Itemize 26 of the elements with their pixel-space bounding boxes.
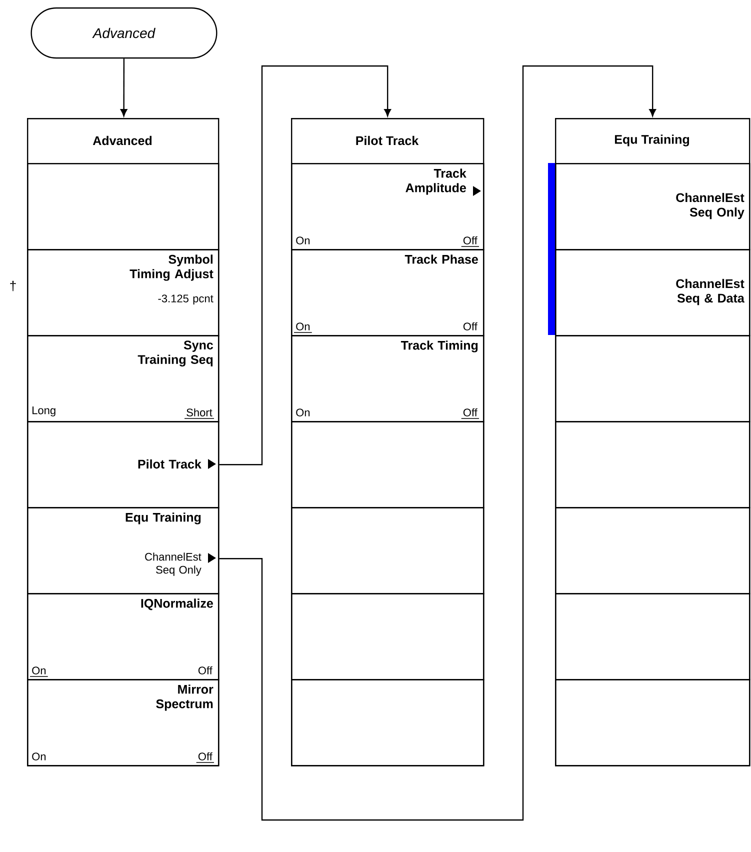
connector-arrow (219, 65, 392, 466)
menu-key: ChannelEst Seq Only (555, 163, 750, 250)
menu-key: Track Amplitude On Off (291, 163, 484, 250)
menu-key (555, 507, 750, 594)
menu-key: Sync Training Seq Long Short (27, 335, 220, 422)
menu-key (555, 593, 750, 680)
menu-key (291, 421, 484, 508)
connector-arrow (120, 58, 128, 116)
menu-key (555, 679, 750, 766)
menu-key (291, 593, 484, 680)
menu-terminator: Advanced (30, 7, 218, 59)
menu-key (27, 163, 220, 250)
menu-key: Pilot Track (27, 421, 220, 508)
footnote-mark: † (10, 280, 16, 292)
menu-key (555, 421, 750, 508)
menu-key: Track Phase On Off (291, 249, 484, 336)
menu-key: ChannelEst Seq & Data (555, 249, 750, 336)
connector-arrow (219, 65, 656, 821)
menu-key: IQNormalize On Off (27, 593, 220, 680)
menu-key: Mirror Spectrum On Off (27, 679, 220, 766)
menu-key (291, 507, 484, 594)
menu-key: Equ Training ChannelEst Seq Only (27, 507, 220, 594)
menu-key: Track Timing On Off (291, 335, 484, 422)
menu-key (555, 335, 750, 422)
menu-key (291, 679, 484, 766)
menu-key: Symbol Timing Adjust -3.125 pcnt (27, 249, 220, 336)
